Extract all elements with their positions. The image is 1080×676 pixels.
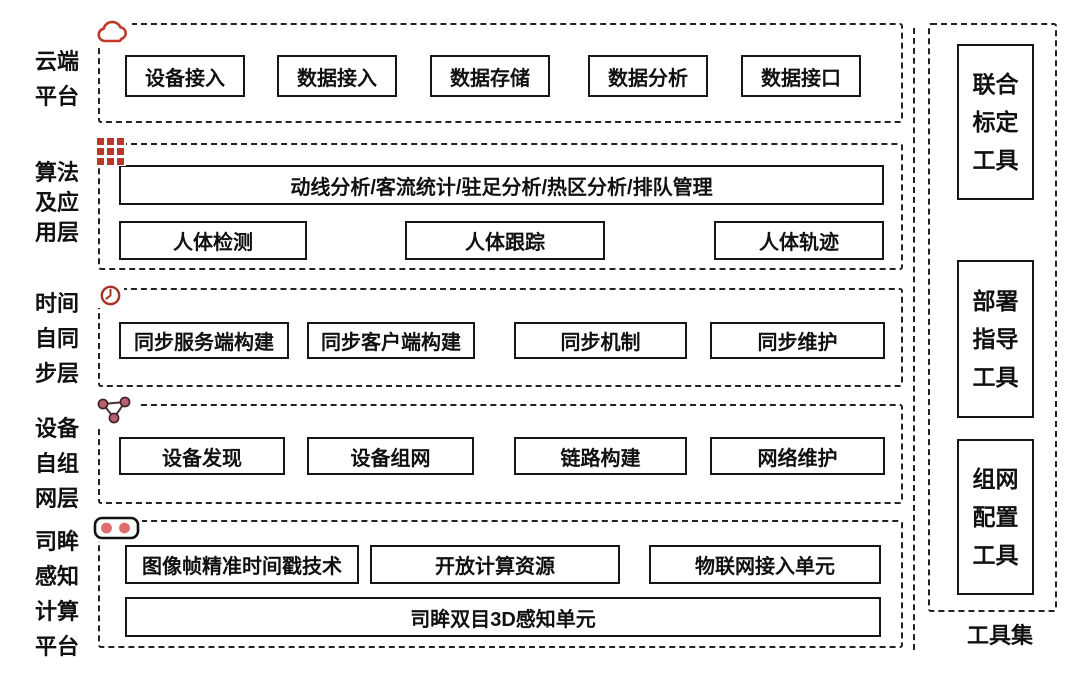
module-box: 图像帧精准时间戳技术	[125, 545, 359, 584]
label-line: 及应	[34, 190, 79, 215]
tool-line: 指导	[972, 326, 1019, 352]
layer-label-device-ad-hoc-network: 设备 自组 网层	[33, 411, 81, 516]
module-box: 人体检测	[119, 221, 307, 260]
label-line: 平台	[34, 634, 79, 659]
module-box-wide: 动线分析/客流统计/驻足分析/热区分析/排队管理	[119, 165, 884, 205]
module-box: 网络维护	[710, 437, 885, 475]
label-line: 计算	[34, 599, 79, 624]
module-box: 设备接入	[125, 55, 245, 97]
tool-line: 工具	[972, 364, 1019, 390]
module-box: 人体跟踪	[405, 221, 605, 260]
module-box: 链路构建	[514, 437, 687, 475]
layer-container-algorithm-application: 动线分析/客流统计/驻足分析/热区分析/排队管理 人体检测 人体跟踪 人体轨迹	[98, 143, 903, 270]
label-line: 司眸	[34, 529, 79, 554]
tool-box-network-config: 组网 配置 工具	[957, 439, 1034, 595]
module-box: 数据分析	[588, 55, 708, 97]
module-box: 同步服务端构建	[119, 322, 289, 359]
tool-box-joint-calibration: 联合 标定 工具	[957, 44, 1034, 200]
label-line: 设备	[34, 416, 79, 441]
layer-container-simou-platform: 图像帧精准时间戳技术 开放计算资源 物联网接入单元 司眸双目3D感知单元	[98, 520, 903, 648]
tool-line: 配置	[972, 504, 1019, 530]
tool-line: 工具	[972, 542, 1019, 568]
label-line: 感知	[34, 564, 79, 589]
module-box-wide: 司眸双目3D感知单元	[125, 597, 881, 637]
toolset-caption: 工具集	[966, 623, 1033, 648]
tool-line: 组网	[972, 466, 1019, 492]
label-line: 算法	[34, 160, 79, 185]
app-grid-icon	[95, 137, 126, 166]
module-box: 同步维护	[710, 322, 885, 359]
network-topology-icon	[92, 395, 139, 428]
module-box: 设备组网	[307, 437, 474, 475]
module-box: 人体轨迹	[714, 221, 884, 260]
layer-label-time-self-sync: 时间 自同 步层	[33, 286, 81, 391]
clock-icon	[97, 283, 124, 308]
label-line: 云端	[34, 49, 79, 74]
toolset-container: 联合 标定 工具 部署 指导 工具 组网 配置 工具	[928, 23, 1057, 612]
module-box: 物联网接入单元	[649, 545, 881, 584]
tool-line: 标定	[972, 109, 1019, 135]
label-line: 自组	[34, 451, 79, 476]
vertical-divider	[913, 28, 915, 650]
label-line: 用层	[34, 220, 79, 245]
module-box: 开放计算资源	[370, 545, 620, 584]
module-box: 数据接入	[277, 55, 397, 97]
label-line: 时间	[34, 291, 79, 316]
tool-box-deployment-guide: 部署 指导 工具	[957, 260, 1034, 418]
module-box: 数据存储	[430, 55, 550, 97]
label-line: 自同	[34, 326, 79, 351]
module-box: 同步客户端构建	[307, 322, 475, 359]
layer-label-algorithm-application: 算法 及应 用层	[33, 158, 81, 248]
layer-label-simou-platform: 司眸 感知 计算 平台	[33, 524, 81, 664]
tool-line: 部署	[972, 288, 1019, 314]
label-line: 步层	[34, 361, 79, 386]
layer-container-cloud-platform: 设备接入 数据接入 数据存储 数据分析 数据接口	[98, 23, 903, 123]
layer-container-time-self-sync: 同步服务端构建 同步客户端构建 同步机制 同步维护	[98, 288, 903, 387]
tool-line: 工具	[972, 147, 1019, 173]
tool-line: 联合	[972, 71, 1019, 97]
layer-container-device-ad-hoc-network: 设备发现 设备组网 链路构建 网络维护	[98, 404, 903, 504]
layer-label-cloud-platform: 云端 平台	[33, 44, 81, 114]
module-box: 同步机制	[514, 322, 687, 359]
module-box: 设备发现	[119, 437, 285, 475]
cloud-icon	[94, 18, 132, 47]
label-line: 网层	[34, 486, 79, 511]
stereo-camera-icon	[91, 515, 142, 541]
label-line: 平台	[34, 84, 79, 109]
module-box: 数据接口	[741, 55, 861, 97]
